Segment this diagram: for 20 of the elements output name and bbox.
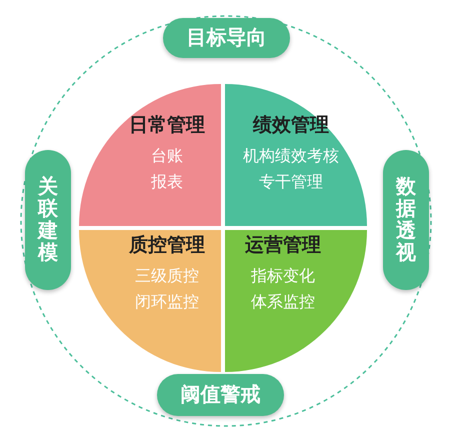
pill-text: 关联建模 (38, 176, 58, 264)
sector-item: 指标变化 (251, 266, 315, 287)
sector-heading: 绩效管理 (253, 114, 329, 138)
sector-heading: 运营管理 (245, 234, 321, 258)
pill-text: 数据透视 (396, 176, 416, 264)
pill-text: 目标导向 (186, 26, 266, 51)
label-pill (383, 150, 429, 290)
sector-item: 机构绩效考核 (243, 146, 339, 167)
sector-item: 专干管理 (259, 172, 323, 193)
sector-item: 三级质控 (135, 266, 199, 287)
sector-heading: 质控管理 (129, 234, 205, 258)
sector-item: 台账 (151, 147, 183, 167)
sector-item: 报表 (151, 172, 183, 193)
pill-text: 阈值警戒 (180, 383, 260, 408)
label-pill (163, 18, 290, 58)
sector-item: 闭环监控 (135, 293, 199, 313)
sector-heading: 日常管理 (129, 114, 205, 138)
sector-item: 体系监控 (251, 292, 315, 313)
label-pill (157, 374, 284, 416)
label-pill (25, 150, 71, 290)
